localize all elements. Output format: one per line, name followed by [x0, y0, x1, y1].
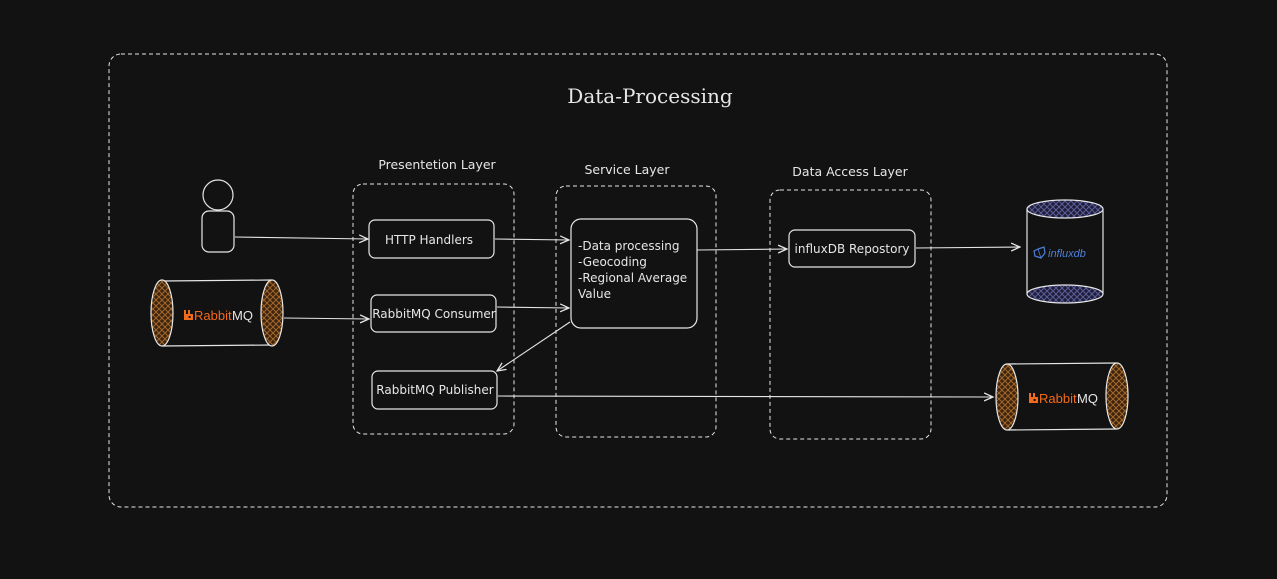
rabbitmq-consumer-label: RabbitMQ Consumer — [372, 307, 496, 321]
user-actor-icon — [201, 179, 235, 253]
influxdb-logo-text: influxdb — [1048, 248, 1086, 260]
service-line-2: -Geocoding — [578, 255, 647, 269]
arrow-consumer-to-service — [496, 307, 569, 308]
influxdb-database: influxdb — [1026, 199, 1104, 304]
rabbitmq-logo-icon — [1029, 393, 1038, 403]
rabbitmq-source-queue: Rabbit MQ — [150, 279, 284, 347]
presentation-layer-container — [352, 183, 515, 435]
rabbitmq-target-brand-a: Rabbit — [1039, 391, 1077, 406]
rabbitmq-target-brand-b: MQ — [1077, 391, 1098, 406]
arrow-rabbit-to-consumer — [283, 318, 369, 319]
arrow-user-to-http — [234, 237, 368, 239]
arrow-publisher-to-rabbit — [497, 396, 993, 397]
service-layer-container — [555, 185, 717, 438]
service-line-4: Value — [578, 287, 611, 301]
influx-repository-label: influxDB Repostory — [795, 242, 910, 256]
presentation-layer-label: Presentetion Layer — [378, 157, 496, 172]
rabbitmq-target-queue: Rabbit MQ — [995, 362, 1129, 431]
influx-repository-box — [788, 229, 916, 268]
rabbitmq-source-brand-a: Rabbit — [194, 308, 232, 323]
rabbitmq-publisher-label: RabbitMQ Publisher — [376, 383, 493, 397]
http-handlers-label: HTTP Handlers — [385, 233, 473, 247]
rabbitmq-logo-icon — [184, 310, 193, 320]
service-line-3: -Regional Average — [578, 271, 687, 285]
arrow-service-to-repository — [696, 249, 787, 250]
rabbitmq-consumer-box — [370, 294, 497, 333]
service-line-1: -Data processing — [578, 239, 679, 253]
rabbitmq-source-brand-b: MQ — [232, 308, 253, 323]
data-access-layer-label: Data Access Layer — [792, 164, 908, 179]
data-access-layer-container — [769, 189, 932, 440]
service-processing-box — [570, 218, 698, 329]
outer-frame — [108, 53, 1168, 508]
service-layer-label: Service Layer — [584, 162, 670, 177]
diagram-title: Data-Processing — [567, 84, 733, 108]
rabbitmq-publisher-box — [371, 370, 498, 410]
arrow-http-to-service — [494, 239, 569, 240]
arrow-repository-to-influx — [915, 247, 1020, 248]
influxdb-logo-icon — [1033, 246, 1046, 259]
arrow-service-to-publisher — [497, 321, 571, 371]
